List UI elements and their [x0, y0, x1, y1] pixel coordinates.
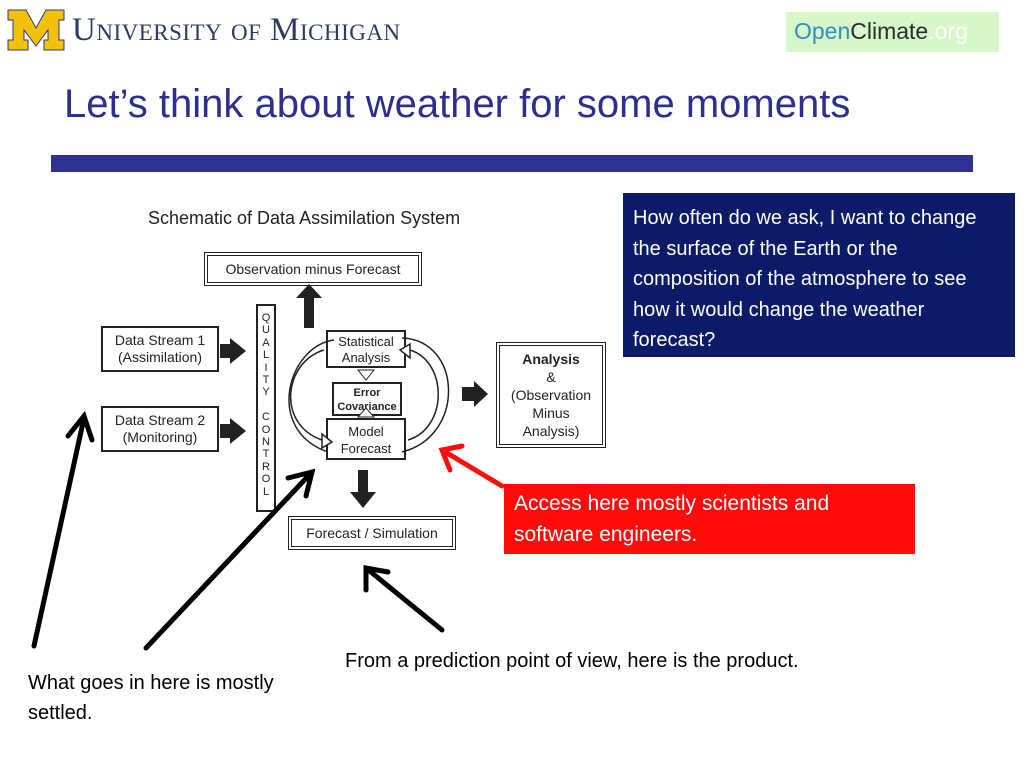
quality-control-letter: L: [262, 349, 270, 362]
quality-control-letter: T: [262, 448, 270, 461]
model-forecast-box: Model Forecast: [326, 418, 406, 460]
black-arrow-icon: [363, 565, 445, 633]
quality-control-letter: U: [262, 324, 270, 337]
statistical-label: Statistical: [338, 334, 394, 349]
openclimate-badge: OpenClimate.org: [786, 12, 999, 52]
quality-control-letter: R: [262, 460, 270, 473]
analysis-ampersand: &: [546, 369, 556, 385]
data-stream-2-box: Data Stream 2 (Monitoring): [101, 406, 219, 452]
product-caption: From a prediction point of view, here is…: [345, 650, 799, 672]
quality-control-letter: T: [262, 374, 270, 387]
observation-minus-forecast-box: Observation minus Forecast: [204, 252, 422, 286]
black-arrow-icon: [31, 410, 95, 649]
analysis-sublabel-3: Analysis): [522, 423, 580, 439]
block-m-icon: [7, 9, 65, 51]
badge-org: .org: [928, 18, 968, 44]
schematic-title: Schematic of Data Assimilation System: [148, 208, 461, 228]
data-stream-1-label: Data Stream 1: [114, 332, 206, 348]
forecast-simulation-label: Forecast / Simulation: [306, 525, 438, 541]
university-logo: University of Michigan: [6, 6, 426, 54]
up-arrow-icon: [296, 284, 322, 328]
right-arrow-icon: [220, 418, 246, 444]
access-text: Access here mostly scientists and softwa…: [514, 492, 830, 546]
data-stream-1-sublabel: (Assimilation): [117, 349, 202, 365]
quality-control-letter: C: [262, 411, 270, 424]
university-name: University of Michigan: [72, 12, 401, 48]
quality-control-letter: A: [262, 336, 270, 349]
openclimate-logo-text: OpenClimate.org: [794, 18, 968, 45]
quality-control-letter: O: [261, 423, 271, 436]
observation-minus-forecast-label: Observation minus Forecast: [225, 261, 401, 277]
cycle-arrows-icon: [288, 337, 450, 453]
access-callout: Access here mostly scientists and softwa…: [504, 484, 915, 554]
model-label: Model: [348, 424, 384, 439]
slide-title: Let’s think about weather for some momen…: [64, 82, 851, 126]
quality-control-letter: Q: [261, 312, 271, 324]
model-sublabel: Forecast: [340, 441, 392, 456]
statistical-analysis-box: Statistical Analysis: [326, 330, 406, 368]
question-text: How often do we ask, I want to change th…: [633, 207, 977, 352]
badge-climate: Climate: [850, 18, 929, 44]
badge-open: Open: [794, 18, 851, 44]
settled-caption: What goes in here is mostly settled.: [28, 672, 274, 724]
data-assimilation-schematic: Schematic of Data Assimilation System Ob…: [96, 190, 616, 560]
down-arrow-icon: [350, 470, 376, 508]
data-stream-1-box: Data Stream 1 (Assimilation): [101, 326, 219, 372]
schematic-arrows: [220, 284, 488, 508]
analysis-sublabel-1: (Observation: [510, 387, 592, 403]
error-sublabel: Covariance: [337, 401, 397, 413]
right-arrow-icon: [462, 381, 488, 407]
analysis-sublabel-2: Minus: [532, 405, 570, 421]
error-label: Error: [353, 387, 381, 399]
right-arrow-icon: [220, 338, 246, 364]
question-callout: How often do we ask, I want to change th…: [622, 192, 1016, 358]
quality-control-letter: I: [264, 361, 268, 374]
quality-control-letter: Y: [262, 386, 270, 399]
quality-control-letter: N: [262, 436, 270, 449]
data-stream-2-label: Data Stream 2: [114, 412, 206, 428]
analysis-box: Analysis & (Observation Minus Analysis): [496, 342, 606, 448]
statistical-sublabel: Analysis: [341, 350, 391, 365]
title-divider: [51, 155, 973, 172]
data-stream-2-sublabel: (Monitoring): [122, 429, 198, 445]
forecast-simulation-box: Forecast / Simulation: [288, 516, 456, 550]
analysis-label: Analysis: [522, 351, 580, 367]
